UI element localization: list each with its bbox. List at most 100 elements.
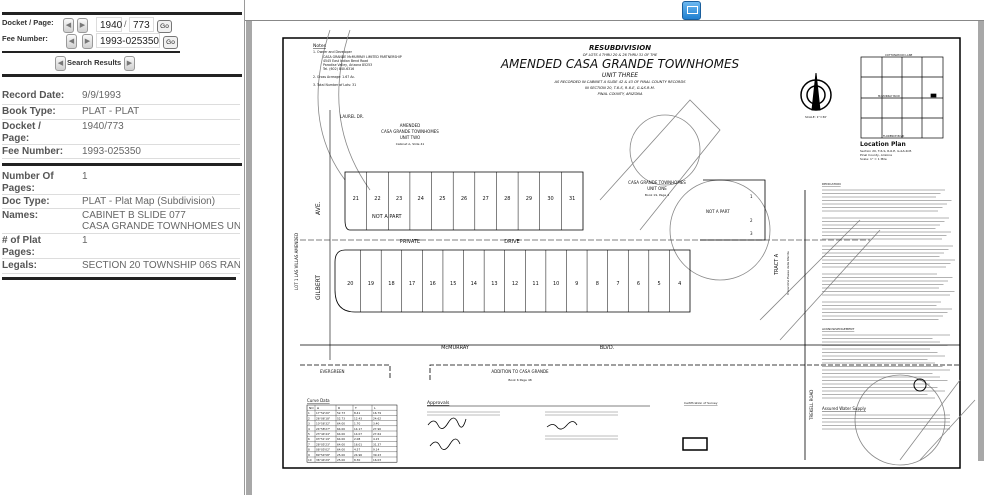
viewer-left-edge [246, 21, 252, 495]
curve-cell: 27.64 [373, 432, 381, 436]
mcmurray-label: McMURRAY [441, 345, 470, 351]
notary-seal-icon [913, 378, 927, 392]
detail-row-book-type: Book Type: PLAT - PLAT [2, 105, 240, 120]
note-line: 4545 East Indian Bend Road [323, 59, 368, 63]
detail-value: 1993-025350 [82, 146, 141, 157]
curve-cell: 12.43 [354, 416, 362, 420]
note-line: Tel. (602) 840-6316 [322, 67, 354, 71]
dedication-text [822, 189, 955, 430]
unit-one-label: UNIT ONE [647, 186, 667, 191]
detail-row-number-of-pages: Number Of Pages: 1 [2, 170, 240, 195]
detail-row-plat-pages: # of Plat Pages: 1 [2, 234, 240, 259]
plat-title: RESUBDIVISION OF LOTS 4 THRU 20 & 26 THR… [500, 44, 740, 96]
lot-number: 12 [512, 281, 518, 287]
lot-number: 29 [526, 196, 532, 202]
docket-next-button[interactable]: ▶ [77, 18, 88, 33]
detail-label: Legals: [2, 260, 38, 271]
detail-label: Record Date: [2, 90, 65, 101]
title-main: AMENDED CASA GRANDE TOWNHOMES [500, 57, 740, 71]
docket-prev-button[interactable]: ◀ [63, 18, 74, 33]
detail-label: Names: [2, 210, 39, 221]
page-input[interactable]: 773 [129, 17, 154, 32]
curve-cell: 24.96 [354, 453, 362, 457]
lot-number: 23 [396, 196, 402, 202]
curve-cell: 5 [308, 432, 310, 436]
lot-number: 22 [374, 196, 380, 202]
curve-cell: 52.73 [337, 411, 345, 415]
curve-cell: 26°06'18" [316, 416, 331, 420]
divider [2, 74, 242, 77]
detail-row-record-date: Record Date: 9/9/1993 [2, 89, 240, 105]
curve-cell: 16.01 [354, 442, 362, 446]
curve-cell: 1 [308, 411, 310, 415]
detail-value: 9/9/1993 [82, 90, 121, 101]
lot-number: 26 [461, 196, 467, 202]
not-a-part-label: NOT A PART [706, 209, 730, 214]
lot-number: 3 [750, 231, 753, 236]
detail-label: # of Plat Pages: [2, 235, 41, 258]
north-arrow-icon [800, 72, 832, 111]
trekell-road-label: TREKELL ROAD [809, 390, 814, 421]
title-top: RESUBDIVISION [589, 44, 651, 52]
private-label: PRIVATE [400, 239, 420, 245]
location-plan-line: Section 20, T-6-S, R-6-E, G.&S.R.M. [860, 149, 912, 153]
detail-value: CABINET B SLIDE 077 [82, 210, 186, 221]
curve-cell: 27.90 [373, 427, 381, 431]
docket-input[interactable]: 1940 [96, 17, 122, 32]
lot-number: 11 [532, 281, 538, 287]
unit-one-label: CASA GRANDE TOWNHOMES [628, 180, 686, 185]
curve-cell: 03°51'19" [316, 437, 331, 441]
curve-cell: 1.70 [354, 422, 360, 426]
curve-cell: 4.57 [354, 448, 360, 452]
curve-cell: 23°44'44" [316, 432, 331, 436]
detail-row-docket-page: Docket / Page: 1940/773 [2, 120, 240, 145]
lot-number: 1 [750, 194, 753, 199]
unit-two-label: UNIT TWO [400, 135, 420, 140]
fee-prev-button[interactable]: ◀ [66, 34, 77, 49]
stamp-box [682, 437, 708, 451]
fee-go-button[interactable]: Go [163, 36, 178, 49]
curve-cell: 31.37 [373, 442, 381, 446]
search-results-label[interactable]: Search Results [67, 58, 122, 67]
title-sub: OF LOTS 4 THRU 20 & 26 THRU 31 OF THE [583, 53, 658, 57]
docket-go-button[interactable]: Go [157, 20, 172, 33]
detail-value: 1940/773 [82, 121, 124, 132]
curve-cell: 39.23 [373, 453, 381, 457]
curve-cell: 2 [308, 416, 310, 420]
acknowledgement-title: ACKNOWLEDGEMENT [822, 327, 854, 331]
detail-label: Fee Number: [2, 146, 64, 157]
detail-label: Docket / Page: [2, 121, 41, 144]
lot-number: 9 [575, 281, 578, 287]
image-tools-icon[interactable] [682, 1, 701, 20]
curve-data-title: Curve Data [307, 398, 330, 403]
curve-cell: 17°52'20" [316, 411, 331, 415]
curve-cell: 64.00 [337, 448, 345, 452]
divider [2, 163, 242, 166]
curve-cell: 64.00 [337, 437, 345, 441]
curve-cell: 10 [308, 458, 312, 462]
curve-cell: 8.41 [354, 411, 360, 415]
viewer-scrollbar[interactable] [978, 21, 984, 461]
lot-blocks [300, 171, 960, 460]
curve-cell: 16.79 [373, 411, 381, 415]
curve-cell: 36°44'29" [316, 458, 331, 462]
fee-number-input[interactable]: 1993-025350 [96, 33, 160, 48]
fee-next-button[interactable]: ▶ [82, 34, 93, 49]
search-results-next-button[interactable]: ▶ [124, 56, 135, 71]
note-line: 2. Gross Acreage: 1.67 Ac. [313, 75, 355, 79]
detail-value: PLAT - PLAT [82, 106, 140, 117]
lot-number: 5 [658, 281, 661, 287]
detail-value: 1 [82, 171, 88, 182]
search-results-prev-button[interactable]: ◀ [55, 56, 66, 71]
las-villas-label: LOT 1 LAS VILLAS AMENDED [294, 233, 299, 290]
curve-cell: 7 [308, 442, 310, 446]
curve-cell: 6 [308, 437, 310, 441]
divider [2, 51, 180, 53]
docket-page-label: Docket / Page: [2, 18, 54, 27]
detail-row-legals: Legals: SECTION 20 TOWNSHIP 06S RANGE 06… [2, 259, 240, 274]
loc-street: COTTONWOOD LANE [885, 53, 913, 57]
watermark [317, 29, 976, 466]
notes-title: Notes [313, 43, 327, 49]
